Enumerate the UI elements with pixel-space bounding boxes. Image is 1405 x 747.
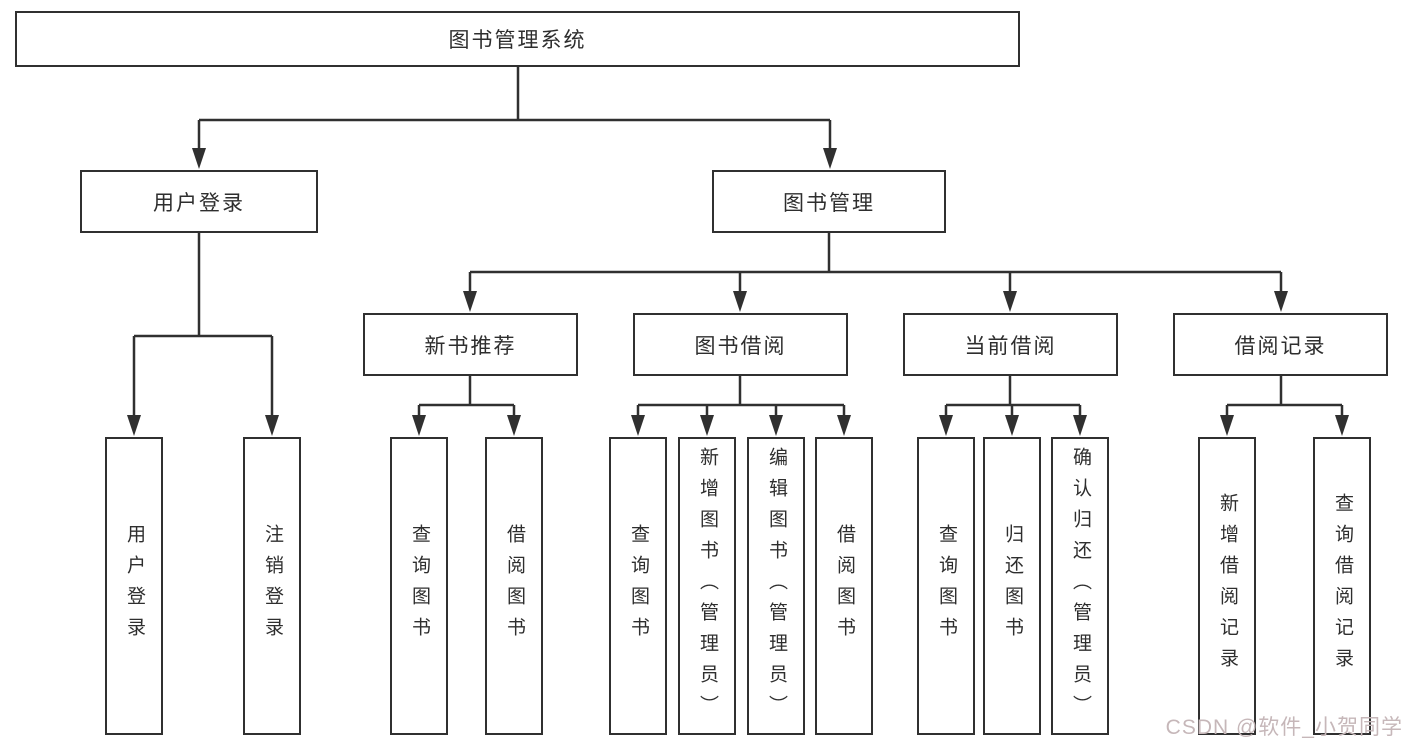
- node-label: 查询借阅记录: [1331, 493, 1353, 679]
- node-book-management: 图书管理: [712, 170, 946, 233]
- root-branch-line: [197, 67, 832, 150]
- node-label: 图书管理: [783, 191, 875, 215]
- watermark: CSDN @软件_小贺同学: [1165, 716, 1403, 739]
- arrowhead-icons: [127, 148, 1349, 436]
- node-label: 查询图书: [935, 524, 957, 648]
- node-borrowing-records: 借阅记录: [1173, 313, 1388, 376]
- leaf-query-books-borrow: 查询图书: [609, 437, 667, 735]
- borrow-record-branch-line: [1225, 376, 1344, 417]
- node-label: 图书管理系统: [448, 29, 587, 52]
- leaf-query-books-current: 查询图书: [917, 437, 975, 735]
- current-borrow-branch-line: [944, 376, 1082, 417]
- new-book-branch-line: [417, 376, 516, 417]
- node-label: 新增借阅记录: [1216, 493, 1238, 679]
- node-label: 用户登录: [153, 191, 245, 215]
- leaf-borrow-books-newbook: 借阅图书: [485, 437, 543, 735]
- node-label: 借阅图书: [503, 524, 525, 648]
- node-label: 用户登录: [123, 524, 145, 648]
- node-book-borrowing: 图书借阅: [633, 313, 848, 376]
- leaf-confirm-return-admin: 确认归还（管理员）: [1051, 437, 1109, 735]
- node-label: 图书借阅: [694, 334, 787, 358]
- book-mgmt-branch-line: [468, 233, 1283, 293]
- node-label: 编辑图书（管理员）: [765, 446, 787, 726]
- node-label: 查询图书: [408, 524, 430, 648]
- node-label: 新书推荐: [424, 334, 517, 358]
- node-label: 借阅记录: [1234, 334, 1327, 358]
- leaf-add-borrow-record: 新增借阅记录: [1198, 437, 1256, 735]
- node-label: 确认归还（管理员）: [1069, 446, 1091, 726]
- node-label: 归还图书: [1001, 524, 1023, 648]
- node-new-book-recommendation: 新书推荐: [363, 313, 578, 376]
- user-login-branch-line: [132, 233, 274, 417]
- node-library-system: 图书管理系统: [15, 11, 1020, 67]
- leaf-query-books-newbook: 查询图书: [390, 437, 448, 735]
- node-label: 新增图书（管理员）: [696, 446, 718, 726]
- leaf-return-book: 归还图书: [983, 437, 1041, 735]
- node-user-login: 用户登录: [80, 170, 318, 233]
- node-label: 查询图书: [627, 524, 649, 648]
- leaf-edit-book-admin: 编辑图书（管理员）: [747, 437, 805, 735]
- leaf-logout: 注销登录: [243, 437, 301, 735]
- book-borrow-branch-line: [636, 376, 846, 417]
- node-label: 注销登录: [261, 524, 283, 648]
- node-label: 借阅图书: [833, 524, 855, 648]
- node-label: 当前借阅: [964, 334, 1057, 358]
- leaf-add-book-admin: 新增图书（管理员）: [678, 437, 736, 735]
- leaf-user-login: 用户登录: [105, 437, 163, 735]
- leaf-borrow-books-borrow: 借阅图书: [815, 437, 873, 735]
- leaf-query-borrow-record: 查询借阅记录: [1313, 437, 1371, 735]
- node-current-borrowing: 当前借阅: [903, 313, 1118, 376]
